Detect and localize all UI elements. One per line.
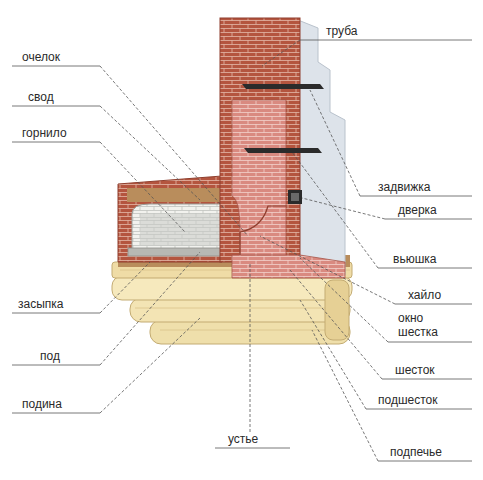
part-label: подпечье bbox=[390, 445, 442, 459]
part-label: подина bbox=[22, 397, 62, 411]
part-label: под bbox=[40, 349, 60, 363]
part-label: задвижка bbox=[378, 180, 430, 194]
chimney bbox=[220, 18, 300, 262]
part-label: труба bbox=[326, 24, 357, 38]
firebox bbox=[132, 204, 230, 250]
hearth-shelf bbox=[232, 255, 345, 278]
throat-curve bbox=[240, 206, 286, 262]
hearth-floor bbox=[128, 248, 232, 256]
part-label: засыпка bbox=[18, 297, 64, 311]
part-label: шесток bbox=[395, 363, 435, 377]
dampers bbox=[242, 84, 324, 204]
part-label: горнило bbox=[22, 126, 67, 140]
part-label: подшесток bbox=[378, 393, 438, 407]
part-label: хайло bbox=[408, 288, 441, 302]
part-label: дверка bbox=[398, 203, 437, 217]
plaster-face bbox=[298, 20, 345, 275]
part-label: устье bbox=[228, 432, 258, 446]
firebox-inner bbox=[140, 214, 230, 246]
part-label: окно шестка bbox=[398, 311, 454, 339]
flue-throat bbox=[232, 100, 286, 262]
leader-lines bbox=[12, 40, 472, 461]
part-label: вьюшка bbox=[393, 252, 436, 266]
vault-fill bbox=[127, 188, 223, 202]
part-label: очелок bbox=[22, 50, 60, 64]
part-label: свод bbox=[28, 90, 54, 104]
